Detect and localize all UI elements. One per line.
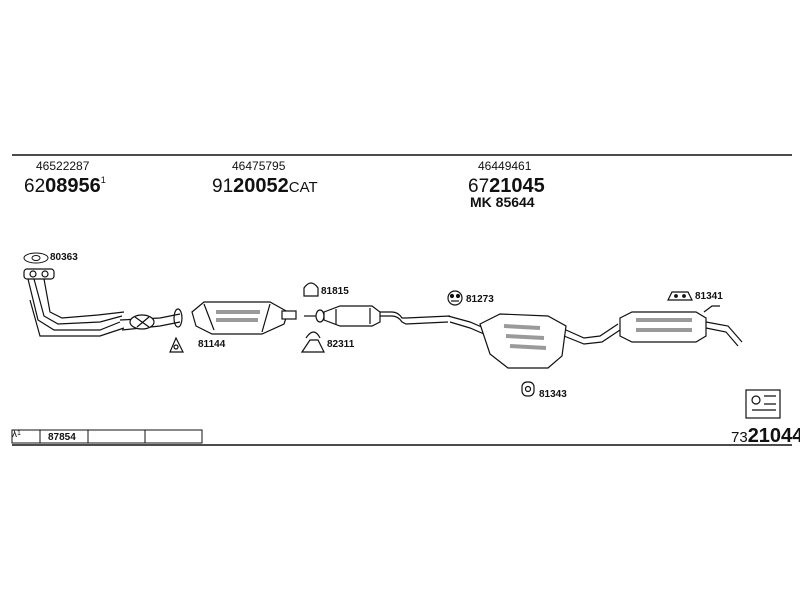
rubber-mount-81273-icon [447,290,463,306]
kit-prefix: 73 [731,429,748,446]
mounting-kit-icon [745,389,781,419]
lambda-sup: 1 [17,430,21,437]
footer-table [11,429,203,444]
lambda-sensor-row: λ1 [12,430,21,440]
lambda-part-number: 87854 [48,432,76,443]
front-pipe-part [23,268,181,337]
label-81815: 81815 [321,286,349,297]
label-81341: 81341 [695,291,723,302]
part-prefix-1: 62 [24,176,46,197]
catalytic-converter-part [191,301,297,335]
part-main-1: 08956 [45,175,101,197]
label-81144: 81144 [198,339,226,350]
part-prefix-3: 67 [468,176,490,197]
gasket-81144-icon [169,308,184,353]
clamp-81815-icon [303,282,319,297]
oe-number-1: 46522287 [36,159,90,173]
part-number-3: 6721045 [468,176,545,196]
label-81273: 81273 [466,294,494,305]
rubber-mount-81341-icon [667,291,693,301]
middle-silencer-part [447,313,621,369]
oe-number-3: 46449461 [478,159,532,173]
label-80363: 80363 [50,252,78,263]
rear-silencer-part [619,305,743,347]
footer-table-frame [11,429,203,444]
oe-number-2: 46475795 [232,159,286,173]
part-suffix-1: 1 [100,175,106,185]
kit-number: 7321044 [731,426,800,446]
centre-silencer-part [304,305,451,327]
rubber-mount-81343-icon [521,381,535,397]
part-suffix-2: CAT [288,179,318,196]
part-number-1: 62089561 [24,175,106,197]
label-81343: 81343 [539,389,567,400]
gasket-80363-icon [23,252,49,264]
part-number-2: 9120052CAT [212,176,318,196]
lambda-symbol: λ [12,429,17,440]
mounting-kit-number: MK 85644 [470,194,535,210]
part-main-3: 21045 [489,175,545,197]
label-82311: 82311 [327,339,355,350]
kit-main: 21044 [747,425,800,447]
part-main-2: 20052 [233,175,289,197]
part-prefix-2: 91 [212,176,234,197]
clamp-82311-icon [300,331,325,353]
